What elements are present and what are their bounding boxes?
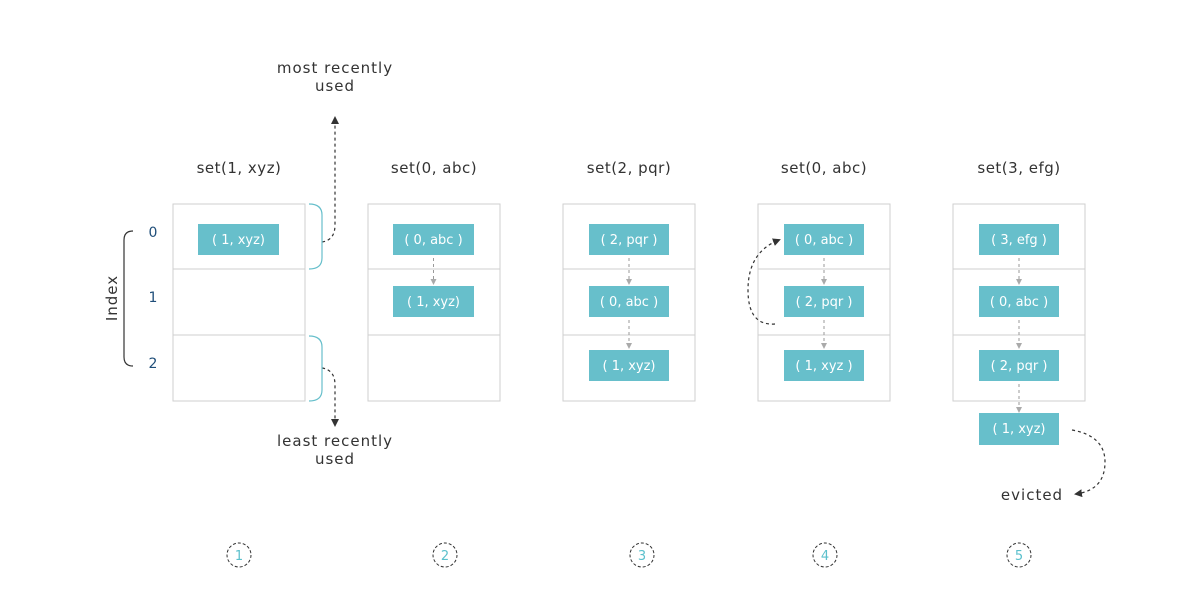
index-value-2: 2 [149,356,158,372]
cache-entry-label: ( 2, pqr ) [796,295,853,310]
operation-label: set(2, pqr) [587,159,671,177]
evicted-entry [979,413,1059,445]
step-1: set(1, xyz) ( 1, xyz) 1 [172,159,306,568]
operation-label: set(1, xyz) [197,159,282,177]
cache-entry [589,350,669,381]
cache-entry-label: ( 1, xyz) [212,233,265,248]
step-number: 5 [1015,549,1023,564]
cache-entry [784,286,864,317]
step-number-circle [812,542,838,568]
operation-label: set(3, efg) [977,159,1060,177]
step-5: set(3, efg) ( 3, efg ) ( 0, abc ) ( 2, p… [952,159,1106,568]
cache-entry-label: ( 0, abc ) [795,233,853,248]
step-number: 4 [821,549,829,564]
cache-entry [784,350,864,381]
move-to-front-arrow [747,238,781,325]
cache-entry-label: ( 1, xyz) [407,295,460,310]
most-recently-used-label-line1: most recently [277,59,393,77]
cache-entry [198,224,279,255]
evicted-arrow [1071,429,1106,498]
cache-entry [589,286,669,317]
cache-entry [589,224,669,255]
step-number: 1 [235,549,243,564]
cache-entry-label: ( 1, xyz ) [795,359,852,374]
cache-entry [979,224,1059,255]
step-number-circle [432,542,458,568]
cache-entry-label: ( 0, abc ) [600,295,658,310]
most-recently-used-arrow [321,116,339,243]
cache-slot-2 [367,334,501,402]
step-number-circle [226,542,252,568]
step-number: 3 [638,549,646,564]
lru-bracket [308,335,323,402]
most-recently-used-label-line2: used [315,77,355,95]
step-2: set(0, abc) ( 0, abc ) ( 1, xyz) 2 [367,159,501,568]
operation-label: set(0, abc) [391,159,477,177]
cache-entry-label: ( 2, pqr ) [601,233,658,248]
cache-slot-2 [172,334,306,402]
step-3: set(2, pqr) ( 2, pqr ) ( 0, abc ) ( 1, x… [562,159,696,568]
step-number: 2 [441,549,449,564]
index-value-0: 0 [149,225,158,241]
cache-entry [393,286,474,317]
operation-label: set(0, abc) [781,159,867,177]
index-title: Index [103,275,121,321]
least-recently-used-label-line1: least recently [277,432,393,450]
least-recently-used-arrow [321,367,339,427]
cache-entry-label: ( 0, abc ) [404,233,462,248]
evicted-entry-label: ( 1, xyz) [992,422,1045,437]
cache-entry-label: ( 1, xyz) [602,359,655,374]
least-recently-used-label-line2: used [315,450,355,468]
evicted-label: evicted [1001,486,1063,504]
cache-entry [979,286,1059,317]
mru-bracket [308,203,323,270]
cache-entry-label: ( 2, pqr ) [991,359,1048,374]
cache-entry-label: ( 0, abc ) [990,295,1048,310]
cache-entry-label: ( 3, efg ) [991,233,1047,248]
cache-entry [784,224,864,255]
step-4: set(0, abc) ( 0, abc ) ( 2, pqr ) ( 1, x… [747,159,891,568]
step-number-circle [629,542,655,568]
cache-entry [979,350,1059,381]
step-number-circle [1006,542,1032,568]
index-bracket [123,230,134,367]
index-value-1: 1 [149,290,158,306]
cache-entry [393,224,474,255]
cache-slot-1 [172,268,306,336]
